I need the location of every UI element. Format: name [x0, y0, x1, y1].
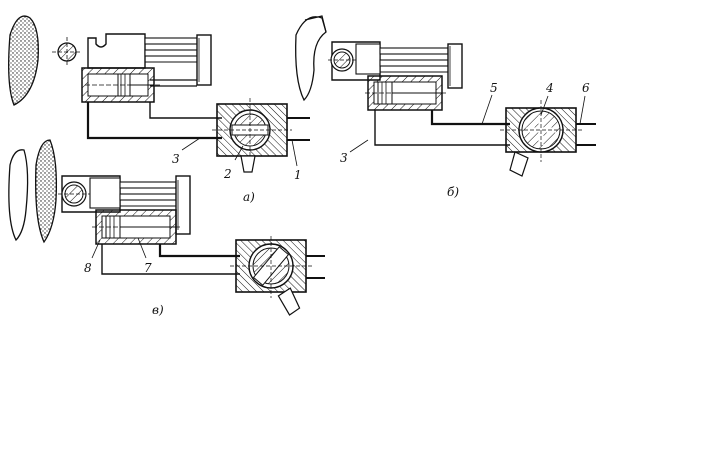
pipe-b-1	[374, 110, 510, 146]
caption-a: а)	[243, 190, 255, 204]
workpiece-profile-v-1	[8, 149, 29, 242]
pipe-a-1	[86, 102, 222, 140]
pipe-a-2	[149, 102, 222, 119]
callout-v-8: 8	[84, 261, 92, 275]
panel-a: 3 2 1 а)	[8, 15, 310, 204]
panel-b: 5 4 6 3 б)	[295, 15, 596, 199]
pipe-b-2	[430, 110, 510, 126]
panel-v: 8 7 в)	[8, 139, 325, 317]
workpiece-profile-v-2	[35, 139, 58, 244]
caption-v: в)	[152, 303, 164, 317]
workpiece-profile-b	[295, 16, 327, 102]
callout-v-7: 7	[144, 261, 152, 275]
callout-a-3: 3	[172, 152, 180, 166]
callout-b-5: 5	[490, 81, 498, 95]
pipe-v-1	[101, 244, 240, 275]
callout-b-6: 6	[582, 81, 590, 95]
clamp-jaw-a	[87, 33, 146, 69]
callout-a-1: 1	[294, 168, 302, 182]
callout-b-3: 3	[340, 151, 348, 165]
workpiece-profile-a	[8, 15, 39, 106]
callout-b-4: 4	[545, 81, 554, 95]
caption-b: б)	[447, 185, 459, 199]
pipe-v-2	[158, 244, 240, 258]
callout-a-2: 2	[223, 167, 232, 181]
